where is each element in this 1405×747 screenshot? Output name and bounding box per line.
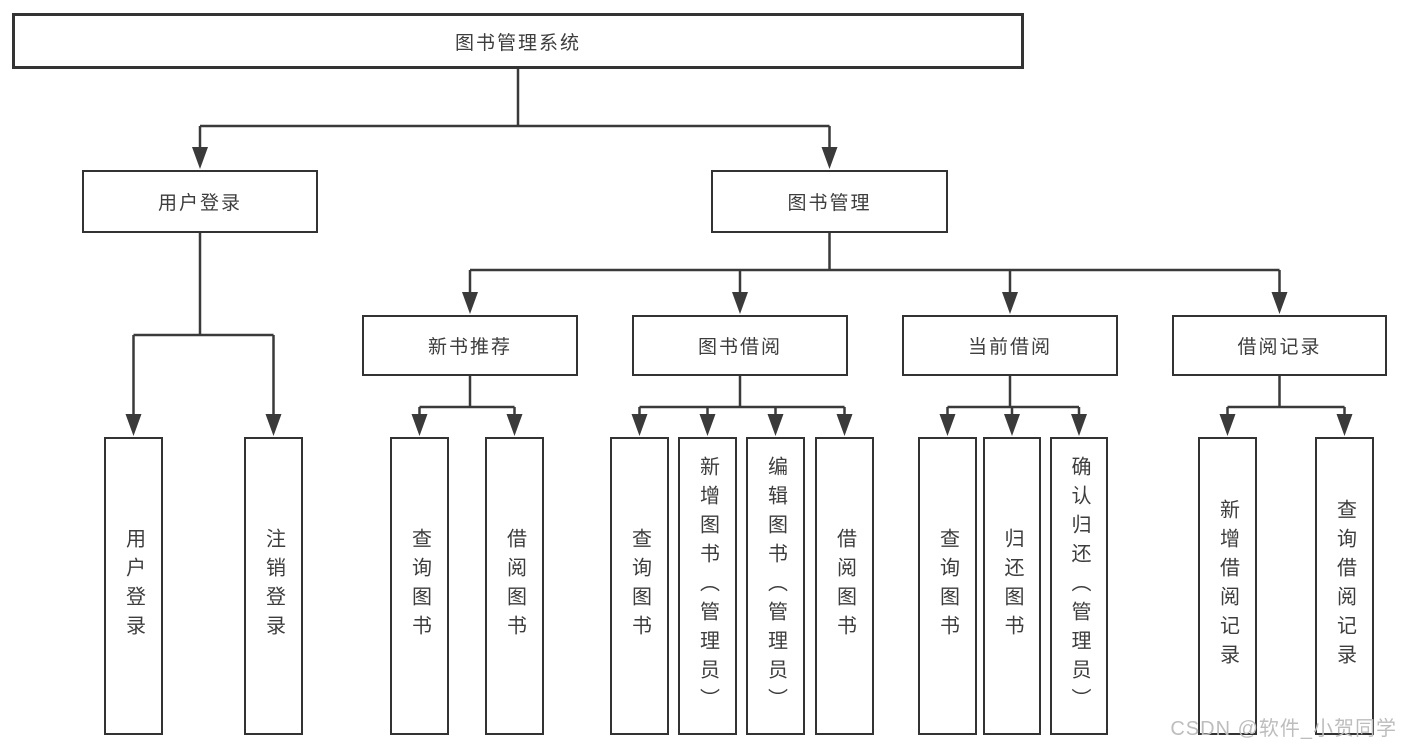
node-current-borrowing: 当前借阅: [902, 315, 1118, 376]
node-new-book-recommendation: 新书推荐: [362, 315, 578, 376]
node-book-management: 图书管理: [711, 170, 948, 233]
node-user-login: 用户登录: [82, 170, 318, 233]
leaf-add-books-admin: 新增图书（管理员）: [678, 437, 737, 735]
leaf-add-borrow-record: 新增借阅记录: [1198, 437, 1257, 735]
arrowhead: [411, 414, 428, 436]
leaf-borrow-books-borrowing: 借阅图书: [815, 437, 874, 735]
arrowhead: [265, 414, 282, 436]
leaf-query-books-borrowing: 查询图书: [610, 437, 669, 735]
arrowhead: [939, 414, 956, 436]
arrowhead: [1004, 414, 1020, 436]
leaf-return-books: 归还图书: [983, 437, 1041, 735]
arrowhead: [767, 414, 784, 436]
node-book-borrowing: 图书借阅: [632, 315, 848, 376]
watermark: CSDN @软件_小贺同学: [1170, 718, 1397, 740]
arrowhead: [1071, 414, 1087, 436]
arrowhead: [1336, 414, 1353, 436]
leaf-query-borrow-record: 查询借阅记录: [1315, 437, 1374, 735]
arrowhead: [836, 414, 853, 436]
leaf-confirm-return-admin: 确认归还（管理员）: [1050, 437, 1108, 735]
arrowhead: [699, 414, 716, 436]
arrowhead: [1219, 414, 1236, 436]
leaf-logout: 注销登录: [244, 437, 303, 735]
arrowhead: [192, 147, 208, 169]
arrowhead: [506, 414, 523, 436]
leaf-edit-books-admin: 编辑图书（管理员）: [746, 437, 805, 735]
node-borrowing-records: 借阅记录: [1172, 315, 1387, 376]
leaf-borrow-books-recommend: 借阅图书: [485, 437, 544, 735]
arrowhead: [821, 147, 838, 169]
arrowhead: [125, 414, 142, 436]
arrowhead: [1002, 292, 1018, 314]
arrowhead: [1271, 292, 1288, 314]
arrowhead: [462, 292, 478, 314]
leaf-query-books-current: 查询图书: [918, 437, 977, 735]
leaf-user-login: 用户登录: [104, 437, 163, 735]
arrowhead: [732, 292, 748, 314]
leaf-query-books-recommend: 查询图书: [390, 437, 449, 735]
node-library-management-system: 图书管理系统: [12, 13, 1024, 69]
arrowhead: [631, 414, 648, 436]
